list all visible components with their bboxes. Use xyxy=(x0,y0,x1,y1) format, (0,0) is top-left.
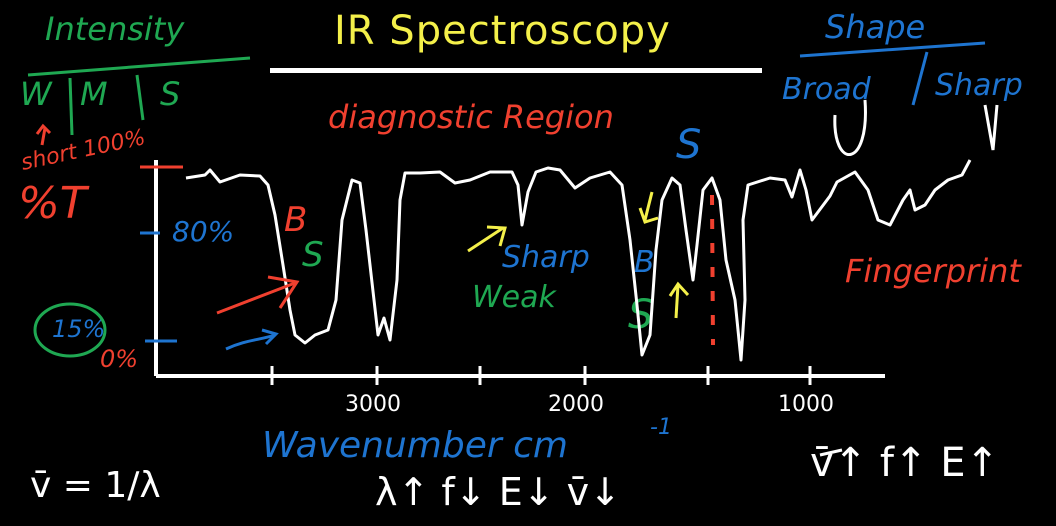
region-divider-dotted xyxy=(710,194,715,346)
circled-15-note: 15% xyxy=(52,315,106,343)
overbar xyxy=(819,448,843,457)
intensity-heading: Intensity xyxy=(45,10,185,48)
spectrum-curve xyxy=(185,159,972,362)
x-tick-3000: 3000 xyxy=(345,392,401,417)
red-arrow-icon xyxy=(216,275,300,315)
yellow-down-arrow-icon xyxy=(638,191,659,224)
yellow-up-arrow-icon xyxy=(668,281,690,319)
shape-heading: Shape xyxy=(825,8,926,46)
shape-legend-lines xyxy=(799,41,986,106)
intensity-legend-lines xyxy=(27,56,251,136)
sharp-annotation: Sharp xyxy=(502,240,590,275)
broad-annotation: B xyxy=(284,200,308,240)
x-axis-unit-superscript: -1 xyxy=(650,415,672,440)
strong-annotation-top: S xyxy=(676,122,702,168)
title-underline xyxy=(270,68,762,73)
shape-icons xyxy=(833,99,999,156)
weak-annotation: Weak xyxy=(472,280,556,315)
yellow-arrow-icon xyxy=(467,225,507,253)
right-relation: v̄↑ f↑ E↑ xyxy=(810,440,1000,486)
intensity-medium: M xyxy=(80,75,108,113)
blue-arrow-icon xyxy=(225,328,279,351)
diagnostic-region-label: diagnostic Region xyxy=(328,98,614,136)
circle-highlight xyxy=(33,302,107,358)
wavenumber-definition: v̄ = 1/λ xyxy=(30,465,161,506)
broad-annotation-right: B xyxy=(634,245,655,280)
page-title: IR Spectroscopy xyxy=(334,8,671,54)
shape-sharp: Sharp xyxy=(935,68,1023,103)
shape-broad: Broad xyxy=(782,72,871,107)
x-axis-label: Wavenumber cm xyxy=(262,425,568,466)
left-relation: λ↑ f↓ E↓ v̄↓ xyxy=(375,470,621,514)
up-arrow-icon xyxy=(35,123,52,146)
intensity-strong: S xyxy=(160,75,181,113)
tick-label-80: 80% xyxy=(172,215,235,248)
intensity-weak: W xyxy=(20,75,52,113)
x-tick-2000: 2000 xyxy=(548,392,604,417)
x-ticks xyxy=(270,366,812,385)
y-axis-label: %T xyxy=(18,178,87,229)
x-tick-1000: 1000 xyxy=(778,392,834,417)
fingerprint-region-label: Fingerprint xyxy=(845,252,1021,290)
axes xyxy=(154,160,885,378)
tick-label-0: 0% xyxy=(100,345,139,373)
strong-annotation-left: S xyxy=(302,235,324,275)
